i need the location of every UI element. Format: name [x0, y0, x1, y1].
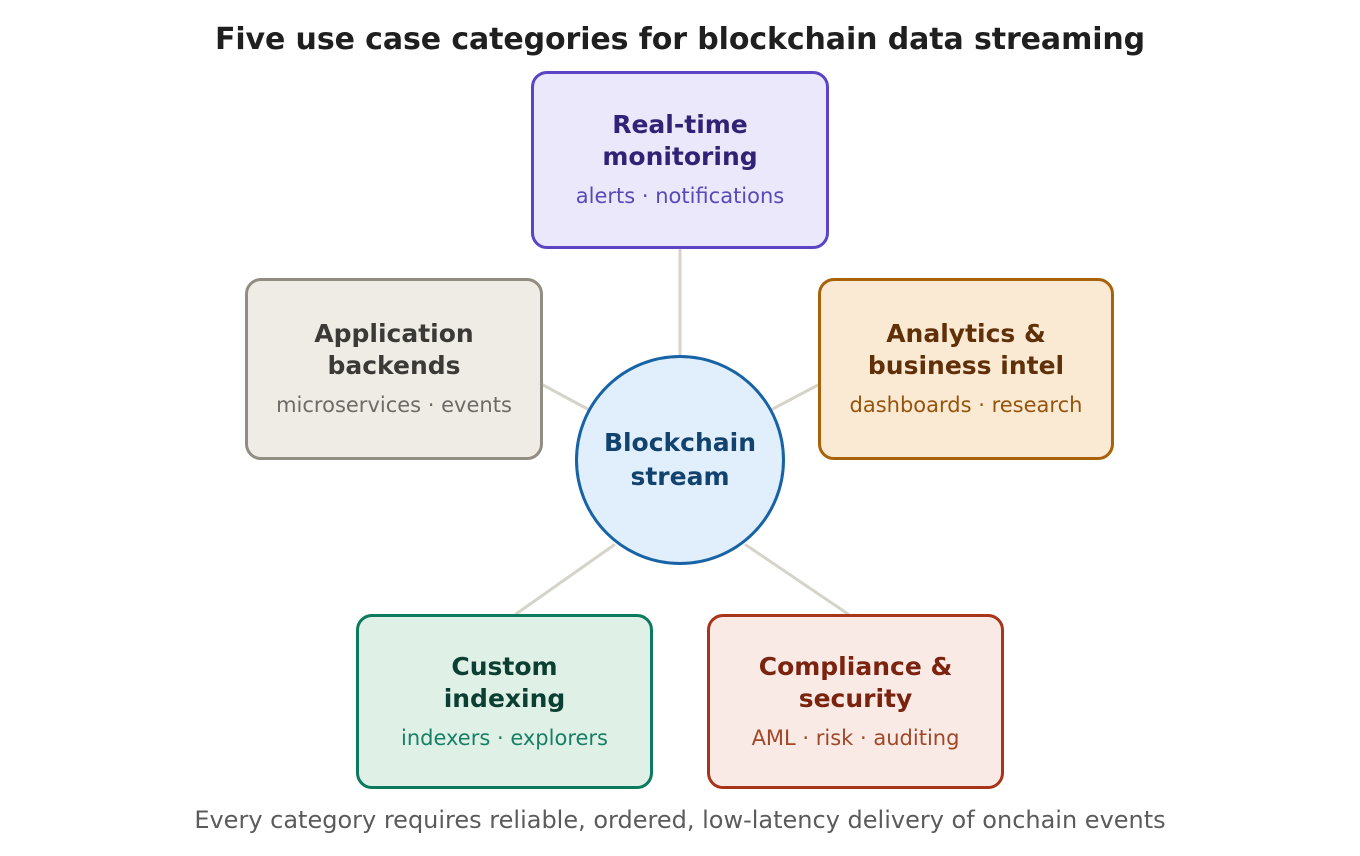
- node-custom-indexing[interactable]: Custom indexing indexers · explorers: [356, 614, 653, 789]
- connector-hub-to-indexing: [514, 543, 616, 616]
- hub-blockchain-stream[interactable]: Blockchain stream: [575, 355, 785, 565]
- node-subtitle: indexers · explorers: [401, 725, 608, 750]
- node-subtitle: AML · risk · auditing: [751, 725, 960, 750]
- node-subtitle: microservices · events: [276, 393, 512, 418]
- node-title: Real-time monitoring: [602, 110, 758, 172]
- node-real-time-monitoring[interactable]: Real-time monitoring alerts · notificati…: [531, 71, 829, 249]
- node-subtitle: dashboards · research: [849, 393, 1083, 418]
- node-compliance-security[interactable]: Compliance & security AML · risk · audit…: [707, 614, 1004, 789]
- connector-hub-to-compliance: [744, 543, 850, 616]
- node-title: Application backends: [314, 319, 474, 381]
- node-application-backends[interactable]: Application backends microservices · eve…: [245, 278, 543, 460]
- node-subtitle: alerts · notifications: [575, 184, 785, 209]
- node-title: Analytics & business intel: [867, 319, 1065, 381]
- footer-caption: Every category requires reliable, ordere…: [194, 806, 1166, 834]
- hub-label: Blockchain stream: [603, 428, 757, 491]
- page-title: Five use case categories for blockchain …: [214, 22, 1146, 57]
- node-analytics-business-intel[interactable]: Analytics & business intel dashboards · …: [818, 278, 1114, 460]
- node-title: Compliance & security: [758, 651, 953, 713]
- node-title: Custom indexing: [443, 651, 566, 713]
